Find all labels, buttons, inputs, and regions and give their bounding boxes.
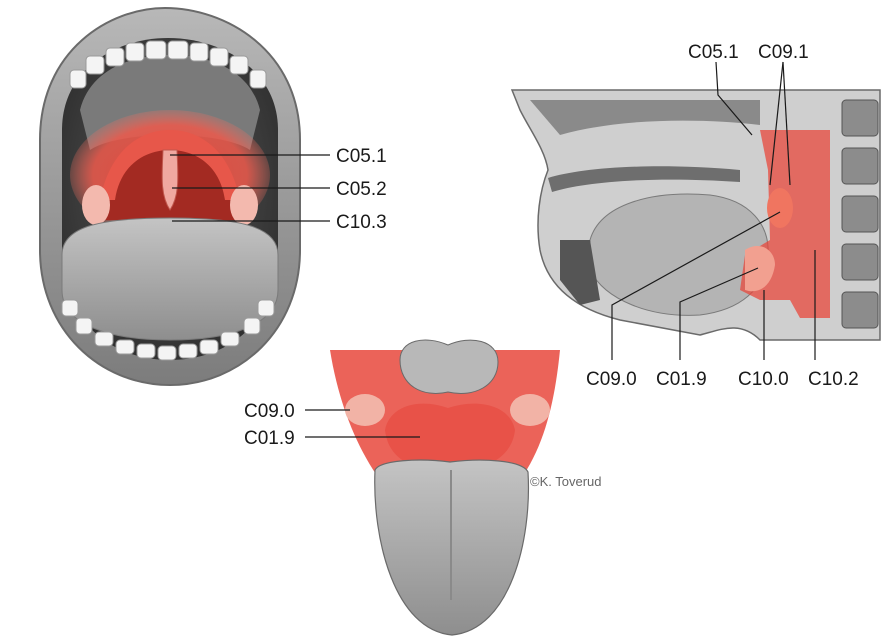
sagittal-section-illustration: [512, 90, 880, 340]
open-mouth-illustration: [40, 8, 300, 385]
tongue-right-tonsil: [510, 394, 550, 426]
left-tonsil: [82, 185, 110, 225]
label-open-mouth-2: C05.2: [336, 179, 387, 200]
label-sagittal-top-1: C05.1: [688, 42, 739, 63]
copyright-credit: ©K. Toverud: [530, 474, 602, 489]
tongue-left-tonsil: [345, 394, 385, 426]
label-tongue-2: C01.9: [244, 428, 295, 449]
vertebrae: [842, 100, 878, 328]
label-sagittal-bottom-4: C10.2: [808, 369, 859, 390]
label-sagittal-bottom-1: C09.0: [586, 369, 637, 390]
label-tongue-1: C09.0: [244, 401, 295, 422]
epiglottis: [400, 340, 498, 393]
label-open-mouth-3: C10.3: [336, 212, 387, 233]
sagittal-tongue: [590, 194, 768, 315]
label-sagittal-bottom-3: C10.0: [738, 369, 789, 390]
right-tonsil: [230, 185, 258, 225]
label-sagittal-bottom-2: C01.9: [656, 369, 707, 390]
label-sagittal-top-2: C09.1: [758, 42, 809, 63]
sagittal-tonsil: [767, 188, 793, 228]
tongue-illustration: [330, 340, 560, 635]
label-open-mouth-1: C05.1: [336, 146, 387, 167]
